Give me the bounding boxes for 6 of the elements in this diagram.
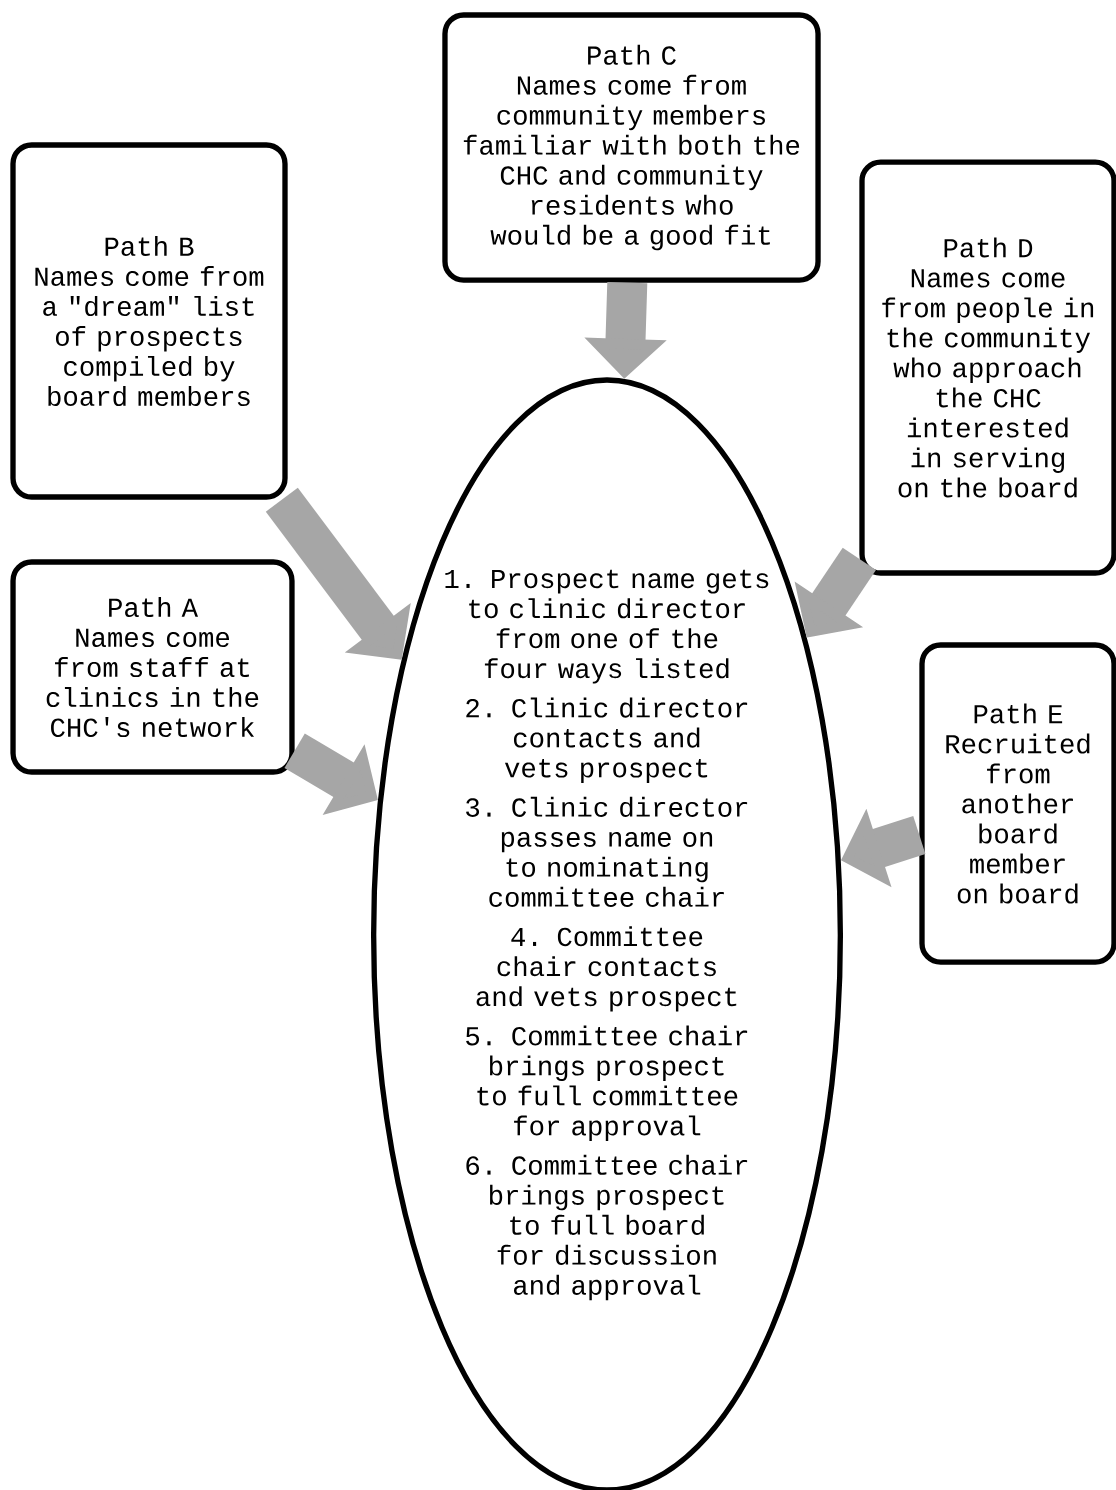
path-box: Path E Recruited from another board member on board [919, 642, 1116, 965]
arrow [265, 487, 411, 660]
path-box: Path C Names come from community members familiar with both the CHC and community residents who would be a good fit [442, 12, 821, 283]
path-box: Path D Names come from people in the community who approach the CHC interested in serving on the board [859, 159, 1116, 576]
path-box: Path A Names come from staff at clinics in the CHC's network [10, 559, 295, 775]
path-box: Path B Names come from a "dream" list of prospects compiled by board members [10, 142, 288, 500]
